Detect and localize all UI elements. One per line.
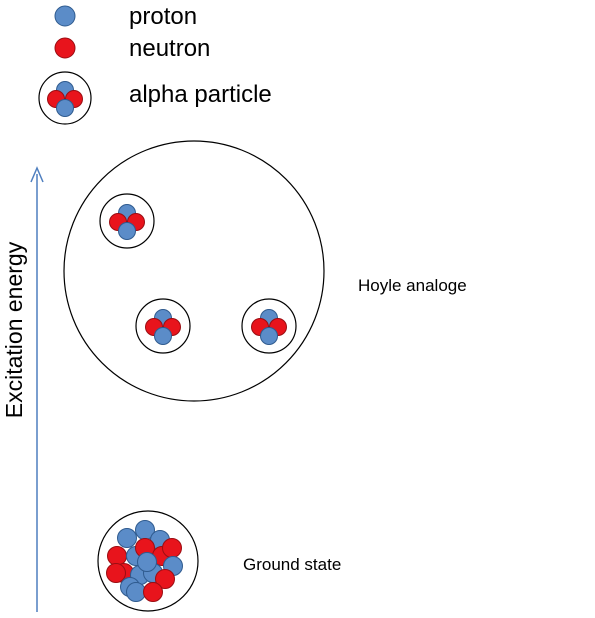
- proton: [154, 327, 172, 345]
- legend-proton-icon: [54, 5, 76, 27]
- hoyle-alpha-particle-2: [135, 298, 191, 354]
- proton: [117, 528, 137, 548]
- legend-proton-label: proton: [129, 3, 197, 30]
- alpha-ring: [99, 193, 155, 249]
- ground-state-circle: [97, 510, 199, 612]
- ground-state-nucleus: [106, 520, 183, 602]
- hoyle-state-circle: [63, 140, 325, 402]
- ground-state-label: Ground state: [243, 555, 341, 574]
- proton: [260, 327, 278, 345]
- proton: [126, 582, 146, 602]
- legend-neutron-label: neutron: [129, 35, 210, 62]
- hoyle-alpha-particle-3: [241, 298, 297, 354]
- neutron: [162, 538, 182, 558]
- legend-alpha-label: alpha particle: [129, 81, 272, 108]
- alpha-ring: [241, 298, 297, 354]
- proton: [54, 5, 76, 27]
- neutron: [106, 563, 126, 583]
- proton: [118, 222, 136, 240]
- hoyle-state: Hoyle analoge: [63, 140, 467, 402]
- neutron: [107, 546, 127, 566]
- proton: [56, 99, 74, 117]
- axis-label: Excitation energy: [1, 241, 27, 418]
- legend-alpha-icon: [38, 71, 92, 125]
- alpha-ring: [135, 298, 191, 354]
- neutron: [54, 37, 76, 59]
- ground-state: Ground state: [97, 510, 341, 612]
- excitation-energy-axis: Excitation energy: [1, 166, 44, 612]
- alpha-ring: [38, 71, 92, 125]
- legend-neutron-icon: [54, 37, 76, 59]
- hoyle-alpha-particle-1: [99, 193, 155, 249]
- neutron: [143, 582, 163, 602]
- neutron: [155, 569, 175, 589]
- legend: proton neutron alpha particle: [38, 3, 272, 125]
- hoyle-state-label: Hoyle analoge: [358, 276, 467, 295]
- proton: [137, 552, 157, 572]
- axis-arrow-head: [30, 166, 44, 183]
